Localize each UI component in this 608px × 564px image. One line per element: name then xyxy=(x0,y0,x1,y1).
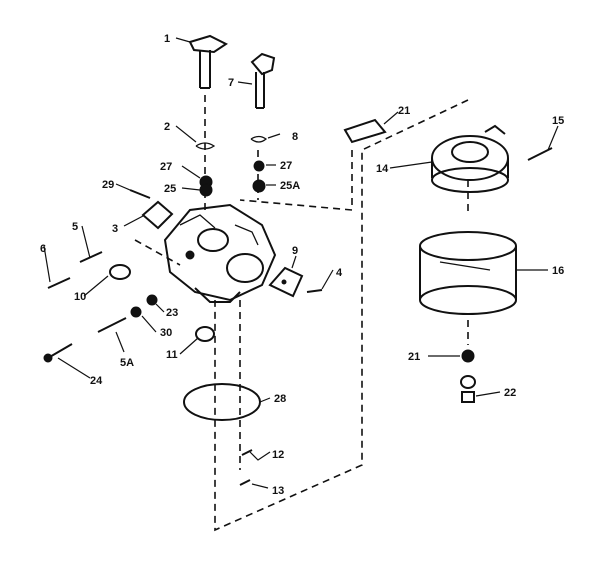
part-bowl-nut xyxy=(195,326,215,342)
part-throttle-shaft xyxy=(188,34,228,89)
callout-1: 1 xyxy=(164,33,170,45)
callout-4: 4 xyxy=(336,267,343,279)
callout-8: 8 xyxy=(292,131,298,143)
callout-27-right: 27 xyxy=(280,160,292,172)
callout-23: 23 xyxy=(166,307,178,319)
callout-22: 22 xyxy=(504,387,516,399)
callout-12: 12 xyxy=(272,449,284,461)
callout-leader-lines xyxy=(43,37,559,489)
callout-25a: 25A xyxy=(280,180,300,192)
part-bracket xyxy=(343,118,387,144)
callout-2: 2 xyxy=(164,121,170,133)
callout-30: 30 xyxy=(160,327,172,339)
part-springs-seals xyxy=(195,135,268,197)
part-choke-shaft xyxy=(250,52,276,109)
callout-21-lower: 21 xyxy=(408,351,420,363)
part-needle-assemblies xyxy=(43,317,127,363)
callout-25: 25 xyxy=(164,183,176,195)
part-small-rings xyxy=(109,264,158,318)
callout-5a: 5A xyxy=(120,357,134,369)
callout-5: 5 xyxy=(72,221,78,233)
part-screws xyxy=(47,189,323,293)
callout-3: 3 xyxy=(112,223,118,235)
callout-9: 9 xyxy=(292,245,298,257)
callout-27-left: 27 xyxy=(160,161,172,173)
callout-14: 14 xyxy=(376,163,389,175)
part-inlet-needle xyxy=(239,449,253,486)
callout-10: 10 xyxy=(74,291,86,303)
part-air-cleaner-housing xyxy=(431,124,509,193)
assembly-dashed-lines xyxy=(134,95,469,532)
callout-15: 15 xyxy=(552,115,564,127)
callout-7: 7 xyxy=(228,77,234,89)
part-cover-plates xyxy=(141,200,304,298)
callout-6: 6 xyxy=(40,243,46,255)
callout-13: 13 xyxy=(272,485,284,497)
part-filter-element xyxy=(419,231,517,315)
callout-29: 29 xyxy=(102,179,114,191)
part-lower-fasteners xyxy=(460,349,476,403)
callout-16: 16 xyxy=(552,265,564,277)
part-carburetor-body xyxy=(163,203,277,303)
callout-11: 11 xyxy=(166,349,178,361)
part-bowl-gasket xyxy=(183,383,261,421)
callout-labels: 1 2 3 4 5 5A 6 7 8 9 10 11 12 13 14 15 1… xyxy=(40,33,564,497)
callout-21-upper: 21 xyxy=(398,105,410,117)
callout-28: 28 xyxy=(274,393,286,405)
callout-24: 24 xyxy=(90,375,103,387)
